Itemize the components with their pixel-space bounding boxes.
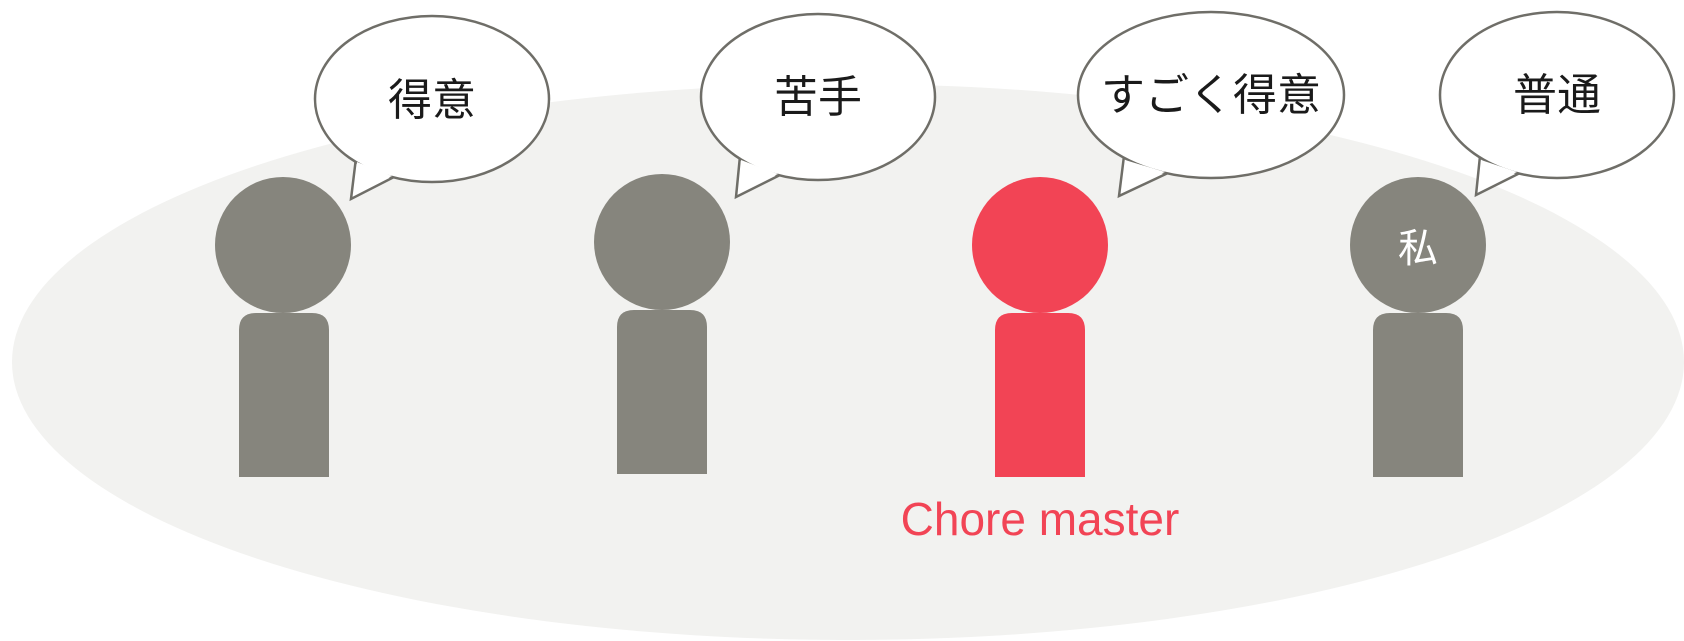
person-head	[1350, 177, 1486, 313]
person-head	[594, 174, 730, 310]
person-head	[215, 177, 351, 313]
speech-bubble: 普通	[1438, 10, 1676, 198]
person-head	[972, 177, 1108, 313]
speech-text: すごく得意	[1101, 70, 1321, 121]
speech-text: 普通	[1513, 70, 1601, 121]
person-4: 私 普通	[1350, 10, 1676, 477]
person-1: 得意	[215, 14, 551, 477]
person-3: すごく得意 Chore master	[901, 10, 1346, 545]
speech-text: 得意	[388, 75, 476, 126]
speech-bubble-outline	[1076, 10, 1346, 180]
speech-bubble: 得意	[313, 14, 551, 202]
person-2: 苦手	[594, 12, 937, 474]
speech-bubble: 苦手	[699, 12, 937, 200]
speech-bubble-tail-cover	[739, 160, 778, 191]
speech-bubble-tail-cover	[354, 162, 392, 193]
speech-bubble-tail-cover	[1479, 160, 1517, 189]
speech-text: 苦手	[774, 72, 862, 123]
group-ellipse	[12, 84, 1684, 640]
person-body	[995, 313, 1085, 477]
speech-bubble-outline	[313, 14, 551, 184]
speech-bubble-outline	[1438, 10, 1676, 180]
person-head-label: 私	[1398, 226, 1438, 272]
speech-bubble: すごく得意	[1076, 10, 1346, 199]
speech-bubble-tail-cover	[1122, 160, 1165, 190]
person-body	[617, 310, 707, 474]
chore-master-caption: Chore master	[901, 493, 1180, 545]
speech-bubble-outline	[699, 12, 937, 182]
person-body	[239, 313, 329, 477]
person-body	[1373, 313, 1463, 477]
